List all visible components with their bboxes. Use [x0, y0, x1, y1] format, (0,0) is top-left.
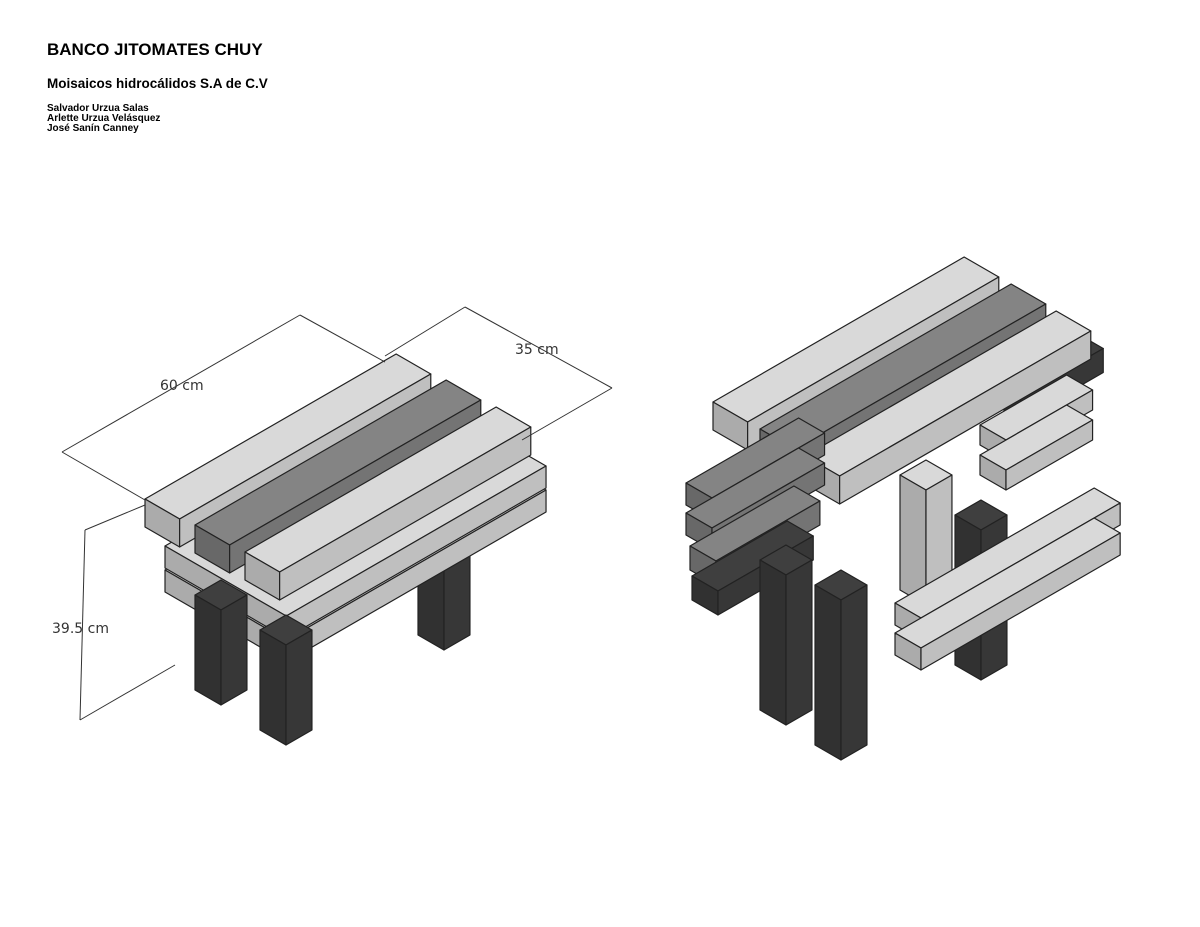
author: Arlette Urzua Velásquez — [47, 113, 161, 124]
dimension-lines — [61, 306, 613, 721]
drawing-title: BANCO JITOMATES CHUY — [47, 40, 263, 59]
assembled-bench — [144, 353, 547, 746]
height-dimension: 39.5 cm — [52, 621, 109, 637]
block-face — [920, 532, 1121, 671]
author: José Sanín Canney — [47, 123, 139, 134]
block-face — [259, 629, 287, 746]
leg-block — [259, 614, 313, 746]
block-face — [279, 426, 532, 601]
leg-block — [814, 569, 868, 761]
leg-block — [194, 579, 248, 706]
author: Salvador Urzua Salas — [47, 103, 149, 114]
block-face — [785, 559, 813, 726]
block-face — [194, 594, 222, 706]
block-face — [759, 559, 787, 726]
authors-list: Salvador Urzua Salas Arlette Urzua Velás… — [47, 104, 160, 134]
block-face — [285, 629, 313, 746]
seat-slab — [244, 406, 532, 601]
block-face — [899, 474, 927, 606]
exploded-bench — [685, 256, 1121, 761]
block-face — [1005, 419, 1094, 491]
leg-block — [759, 544, 813, 726]
block-face — [839, 330, 1092, 505]
rail-block — [894, 517, 1121, 671]
leg-block — [899, 459, 953, 606]
block-face — [220, 594, 248, 706]
block-face — [840, 584, 868, 761]
rail-block — [979, 404, 1094, 491]
block-face — [814, 584, 842, 761]
depth-dimension: 35 cm — [515, 342, 559, 358]
length-dimension: 60 cm — [160, 378, 204, 394]
company-name: Moisaicos hidrocálidos S.A de C.V — [47, 76, 268, 91]
